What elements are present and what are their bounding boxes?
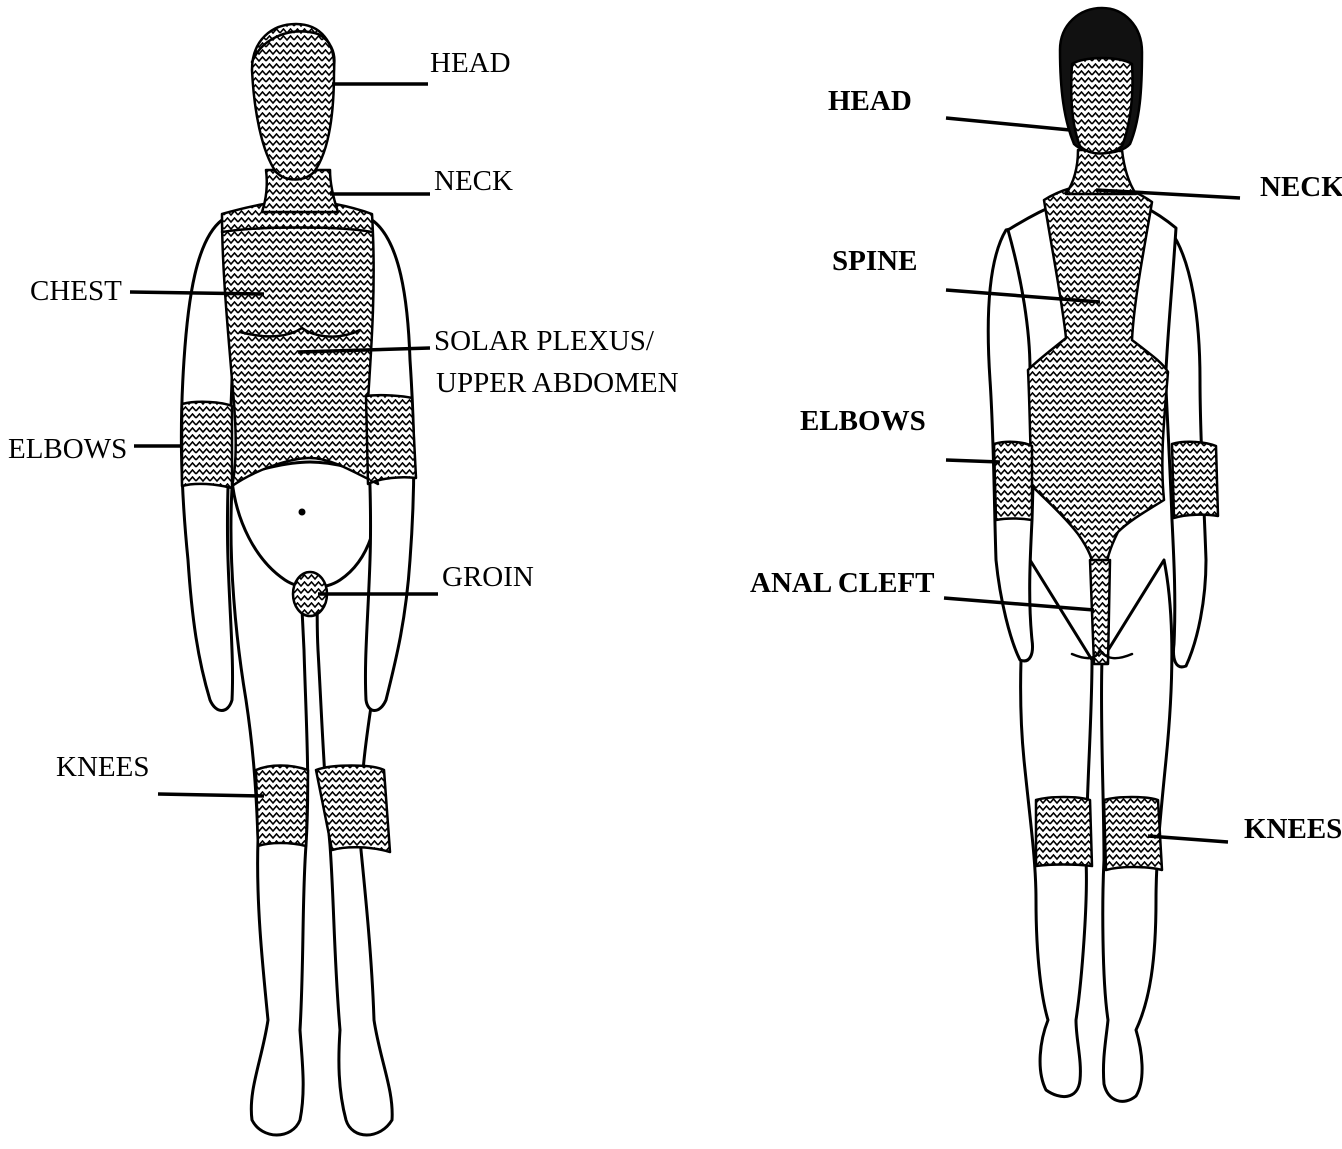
front-torso-hatch xyxy=(222,200,378,486)
front-neck-label: NECK xyxy=(434,165,513,197)
front-navel xyxy=(299,509,306,516)
front-chest-leader xyxy=(130,292,264,294)
front-figure xyxy=(181,24,416,1135)
front-knees-label: KNEES xyxy=(56,751,149,783)
back-neck-label: NECK xyxy=(1260,171,1342,203)
front-right-elbow-hatch xyxy=(366,395,416,484)
front-chest-label: CHEST xyxy=(30,275,122,307)
back-elbows-leader xyxy=(946,460,1000,462)
back-head-hatch xyxy=(1071,58,1132,154)
back-elbows-label: ELBOWS xyxy=(800,405,926,437)
front-elbows-label: ELBOWS xyxy=(8,433,127,465)
back-right-knee-hatch xyxy=(1104,797,1162,870)
front-head-label: HEAD xyxy=(430,47,511,79)
back-left-elbow-hatch xyxy=(994,442,1032,520)
front-knees-leader xyxy=(158,794,264,796)
front-left-elbow-hatch xyxy=(182,402,232,488)
back-spine-label: SPINE xyxy=(832,245,917,277)
back-right-elbow-hatch xyxy=(1172,442,1218,518)
back-head-leader xyxy=(946,118,1070,130)
front-left-knee-hatch xyxy=(256,766,308,847)
front-solar-plexus-label-line1: SOLAR PLEXUS/ xyxy=(434,325,655,357)
front-groin-label: GROIN xyxy=(442,561,534,593)
back-left-knee-hatch xyxy=(1036,797,1092,866)
front-head-hatch xyxy=(252,24,334,180)
back-neck-hatch xyxy=(1066,150,1136,194)
front-solar-plexus-label-line2: UPPER ABDOMEN xyxy=(436,367,679,399)
front-right-knee-hatch xyxy=(316,766,390,853)
back-anal-cleft-label: ANAL CLEFT xyxy=(750,567,935,599)
back-figure xyxy=(988,8,1218,1101)
back-knees-label: KNEES xyxy=(1244,813,1342,845)
back-head-label: HEAD xyxy=(828,85,912,117)
